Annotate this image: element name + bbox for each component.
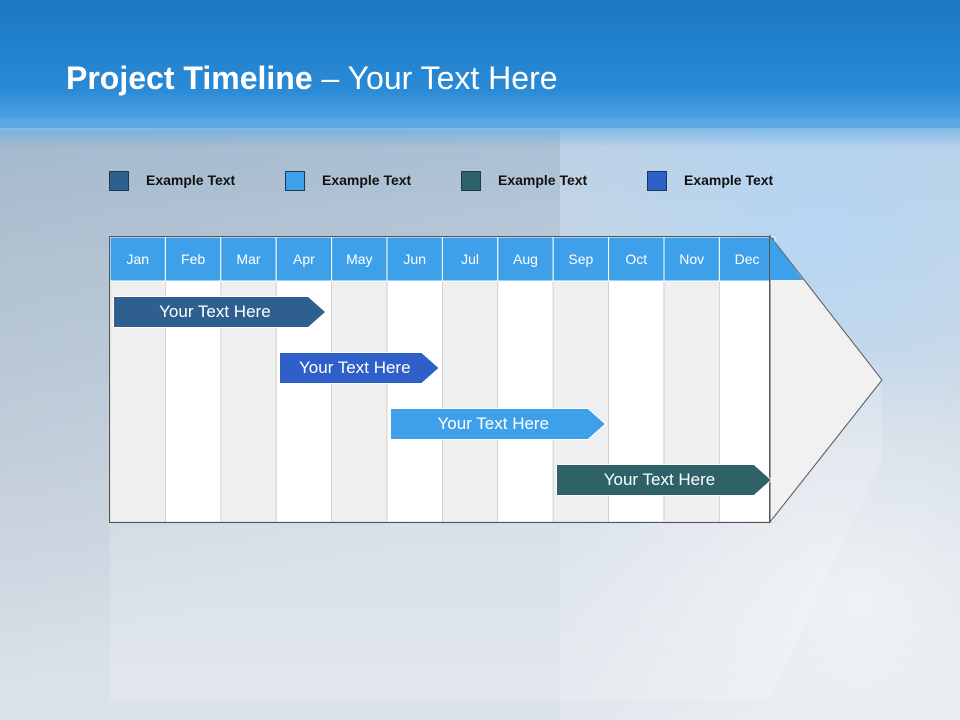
month-label-jun: Jun [403, 251, 426, 267]
legend-label-4: Example Text [684, 172, 774, 188]
month-label-mar: Mar [236, 251, 261, 267]
month-label-aug: Aug [513, 251, 538, 267]
task-bar-label-2: Your Text Here [299, 358, 411, 377]
timeline-reflection [110, 382, 882, 700]
legend-label-1: Example Text [146, 172, 236, 188]
month-label-apr: Apr [292, 251, 315, 267]
task-bar-1: Your Text Here [112, 296, 327, 328]
legend-swatch-2 [285, 171, 305, 191]
task-bar-shape-3 [389, 408, 606, 440]
timeline-arrow-head-header [770, 236, 803, 280]
month-header-cell-aug [497, 236, 554, 282]
task-bar-shape-1 [112, 296, 327, 328]
month-label-feb: Feb [181, 251, 206, 267]
task-bar-shape-2 [278, 352, 440, 384]
month-label-jan: Jan [126, 251, 149, 267]
month-column-jul [441, 280, 499, 523]
slide-title: Project Timeline – Your Text Here [66, 60, 558, 97]
month-header-cell-sep [552, 236, 610, 282]
legend-label-2: Example Text [322, 172, 412, 188]
task-bar-2: Your Text Here [278, 352, 440, 384]
task-bar-label-1: Your Text Here [159, 302, 271, 321]
month-label-sep: Sep [568, 251, 594, 267]
month-header-cell-dec [718, 236, 776, 282]
month-header-cell-jul [441, 236, 499, 282]
month-header-cell-may [331, 236, 388, 282]
slide-title-bold: Project Timeline [66, 60, 313, 96]
slide-title-rest: – Your Text Here [312, 60, 558, 96]
month-header-cell-apr [275, 236, 333, 282]
task-bar-4: Your Text Here [555, 464, 773, 496]
task-bar-shape-4 [555, 464, 773, 496]
month-header-cell-mar [220, 236, 277, 282]
month-label-may: May [346, 251, 373, 267]
task-bar-3: Your Text Here [389, 408, 606, 440]
month-column-may [331, 280, 388, 523]
month-label-nov: Nov [679, 251, 705, 267]
month-header-cell-feb [164, 236, 222, 282]
month-label-oct: Oct [625, 251, 648, 267]
title-banner-fade [0, 118, 960, 148]
legend-label-3: Example Text [498, 172, 588, 188]
month-column-jun [386, 280, 443, 523]
timeline-arrow-outline [109, 236, 770, 523]
legend-swatch-4 [647, 171, 667, 191]
legend-swatch-3 [461, 171, 481, 191]
legend-swatch-1 [109, 171, 129, 191]
month-label-dec: Dec [734, 251, 760, 267]
month-column-aug [497, 280, 554, 523]
task-bar-label-4: Your Text Here [603, 470, 716, 489]
title-banner [0, 0, 960, 128]
task-bar-label-3: Your Text Here [437, 414, 550, 433]
month-header-cell-jun [386, 236, 443, 282]
month-label-jul: Jul [461, 251, 480, 267]
